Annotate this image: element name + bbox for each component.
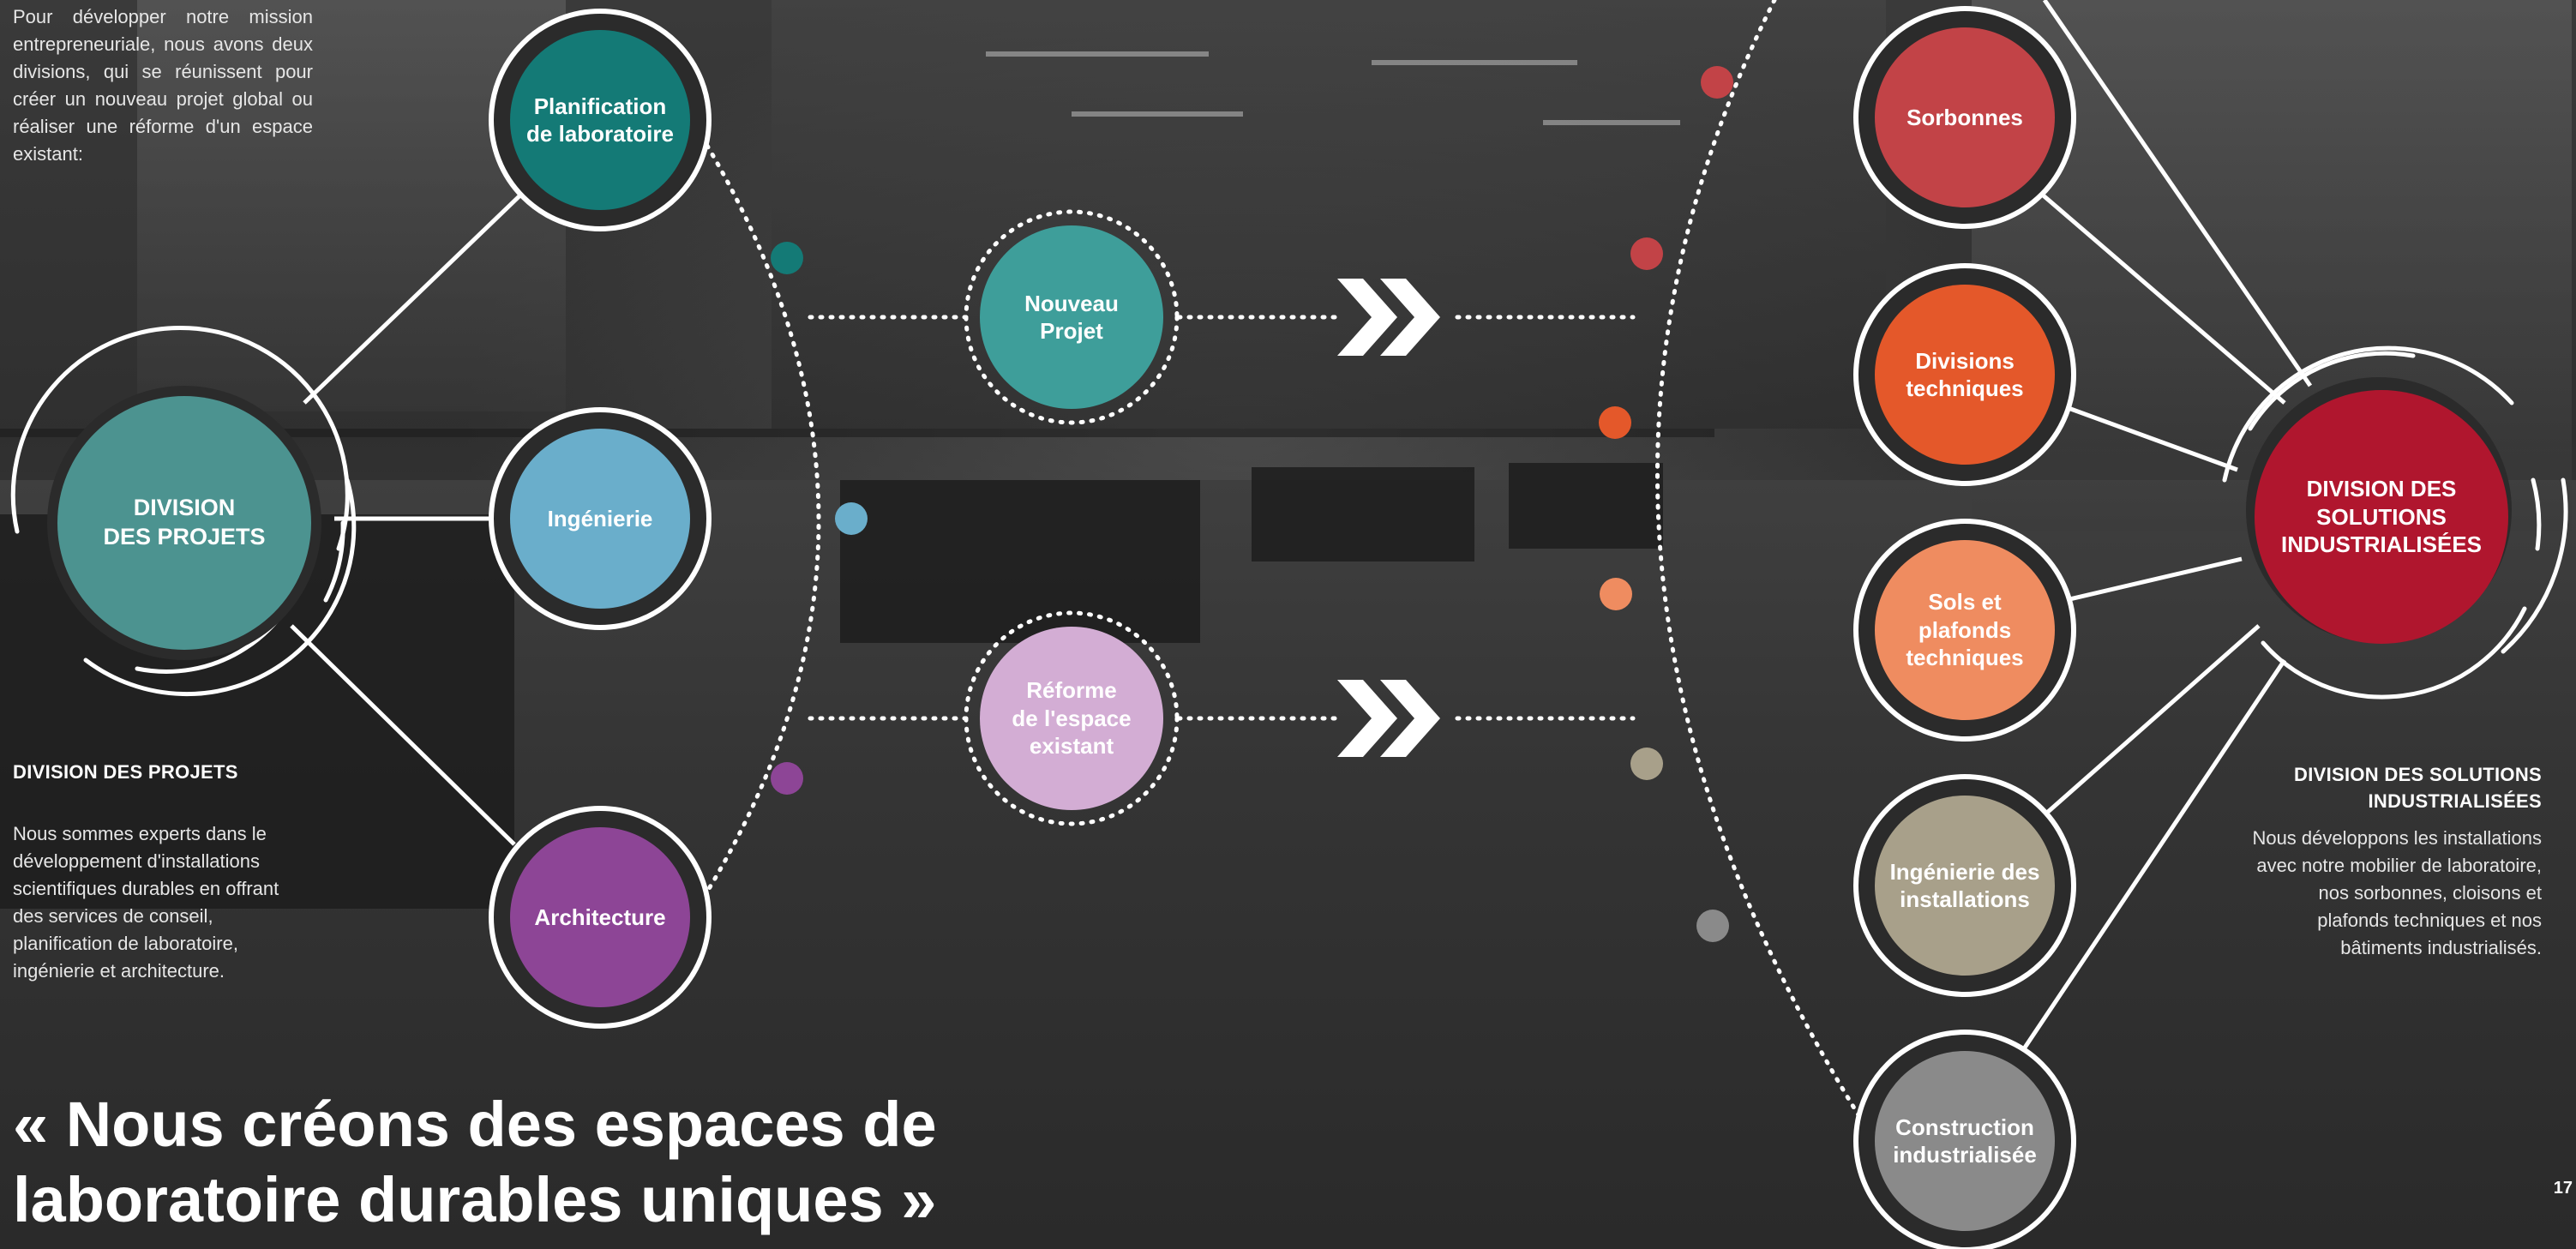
node-label: Projet (1040, 318, 1103, 344)
division-solutions-heading-line-2: INDUSTRIALISÉES (2368, 790, 2542, 812)
division-solutions-description: Nous développons les installations avec … (2252, 827, 2542, 958)
background-windows (137, 0, 566, 411)
division-des-projets-circle: DIVISION DES PROJETS (57, 396, 311, 650)
division-solutions-heading-line-1: DIVISION DES SOLUTIONS (2294, 764, 2542, 785)
headline-quote: « Nous créons des espaces de laboratoire… (13, 1087, 937, 1238)
dot-ingenierie (835, 502, 868, 535)
double-chevron-icon (1337, 680, 1440, 757)
service-label: Sorbonnes (1906, 104, 2023, 130)
division-solutions-label-3: INDUSTRIALISÉES (2280, 531, 2483, 558)
division-projets-label-1: DIVISION (133, 495, 236, 521)
right-division-rings (2222, 345, 2568, 700)
headline-quote-line-1: « Nous créons des espaces de (13, 1089, 937, 1160)
dot-sols-plafonds (1600, 578, 1632, 610)
node-label: Réforme (1026, 677, 1117, 704)
background-ceiling-light (1543, 120, 1680, 125)
service-ingenierie: Ingénierie (510, 429, 690, 609)
division-solutions-label-2: SOLUTIONS (2316, 503, 2447, 530)
headline-quote-line-2: laboratoire durables uniques » (13, 1164, 937, 1235)
division-solutions-industrialisees-circle: DIVISION DES SOLUTIONS INDUSTRIALISÉES (2255, 390, 2508, 644)
service-architecture: Architecture (510, 827, 690, 1007)
right-solid-connectors (2021, 0, 2313, 1052)
service-sols-plafonds-techniques: Sols et plafonds techniques (1875, 540, 2055, 720)
service-label: Planification (533, 93, 667, 119)
node-reforme-espace-existant: Réforme de l'espace existant (980, 627, 1163, 810)
intro-text: Pour développer notre mission entreprene… (13, 6, 313, 165)
dot-construction (1696, 910, 1729, 942)
background-bench (1252, 467, 1474, 561)
node-label: Nouveau (1024, 290, 1119, 316)
division-projets-description: Nous sommes experts dans le développemen… (13, 823, 279, 982)
double-chevron-icon (1337, 279, 1440, 356)
service-label: Divisions (1915, 347, 2015, 374)
service-construction-industrialisee: Construction industrialisée (1875, 1051, 2055, 1231)
dot-divisions-techniques (1599, 406, 1631, 439)
division-solutions-heading: DIVISION DES SOLUTIONS INDUSTRIALISÉES (2294, 761, 2542, 814)
division-projets-heading: DIVISION DES PROJETS (13, 761, 238, 783)
arc-dots (771, 66, 1733, 942)
dot-sorbonnes-2 (1630, 237, 1663, 270)
service-label: installations (1900, 886, 2030, 912)
division-solutions-label-1: DIVISION DES (2306, 476, 2457, 502)
service-label: industrialisée (1893, 1142, 2037, 1168)
background-counter-edge (0, 429, 1714, 437)
background-ceiling-light (1072, 111, 1243, 117)
service-label: Architecture (534, 904, 666, 930)
left-division-rings (10, 325, 357, 697)
service-label: techniques (1906, 645, 2024, 671)
node-label: de l'espace (1012, 705, 1132, 731)
service-label: techniques (1906, 375, 2024, 401)
background-ceiling-light (1372, 60, 1577, 65)
service-planification-laboratoire: Planification de laboratoire (510, 30, 690, 210)
service-label: Ingénierie des (1889, 858, 2040, 885)
node-nouveau-projet: Nouveau Projet (980, 225, 1163, 409)
service-label: Construction (1895, 1114, 2034, 1140)
dot-architecture (771, 762, 803, 795)
service-label: Sols et (1928, 589, 2002, 615)
dot-sorbonnes (1701, 66, 1733, 99)
division-projets-label-2: DES PROJETS (103, 524, 266, 549)
left-solid-connectors (290, 187, 529, 846)
background-bench (840, 480, 1200, 643)
background-ceiling (772, 0, 1886, 429)
service-label: de laboratoire (526, 121, 674, 147)
service-ingenierie-des-installations: Ingénierie des installations (1875, 796, 2055, 976)
service-label: Ingénierie (547, 505, 653, 531)
service-divisions-techniques: Divisions techniques (1875, 285, 2055, 465)
dot-ingenierie-installations (1630, 748, 1663, 780)
node-label: existant (1029, 733, 1114, 760)
service-sorbonnes: Sorbonnes (1875, 27, 2055, 207)
dotted-arcs (705, 0, 1871, 1134)
service-label: plafonds (1918, 616, 2012, 643)
page-number: 17 (2553, 1179, 2573, 1198)
background-bench (1509, 463, 1663, 549)
dot-planification (771, 242, 803, 274)
background-ceiling-light (986, 51, 1209, 57)
